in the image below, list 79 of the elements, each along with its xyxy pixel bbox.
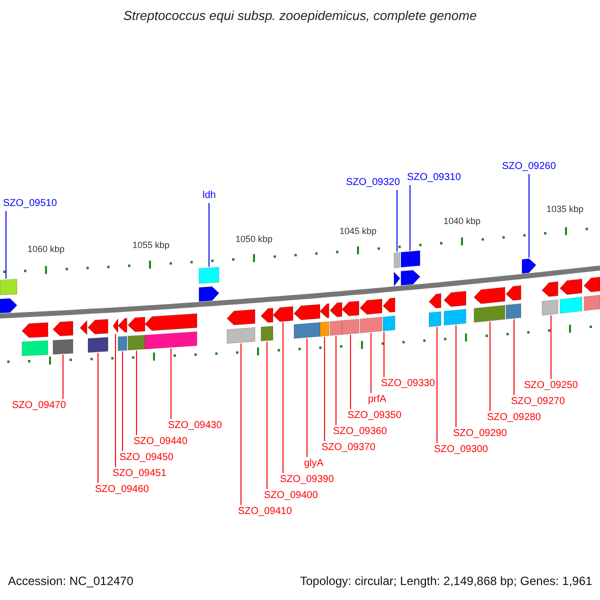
gene-feature — [360, 298, 382, 334]
gene-feature — [428, 293, 442, 328]
gene-feature — [272, 306, 294, 322]
leader-line — [550, 314, 552, 380]
leader-line — [62, 354, 64, 400]
gene-feature — [118, 318, 128, 352]
gene-feature — [260, 308, 274, 342]
gene-feature — [22, 322, 48, 356]
scale-label: 1035 kbp — [546, 203, 584, 215]
gene-label: SZO_09330 — [381, 378, 435, 390]
gene-label: prfA — [368, 394, 386, 406]
leader-line — [136, 350, 137, 436]
gene-label: SZO_09370 — [322, 442, 376, 454]
gene-feature — [522, 258, 536, 274]
gene-label: SZO_09430 — [168, 420, 222, 432]
gene-label: SZO_09360 — [333, 426, 387, 438]
gene-feature — [382, 298, 396, 332]
scale-label: 1045 kbp — [340, 225, 377, 237]
gene-label: SZO_09460 — [95, 484, 149, 496]
gene-label: SZO_09280 — [487, 412, 541, 424]
gene-label: SZO_09440 — [134, 436, 188, 448]
gene-feature — [198, 266, 220, 302]
gene-label: SZO_09270 — [511, 396, 565, 408]
gene-label: SZO_09410 — [238, 506, 292, 518]
leader-line — [115, 333, 116, 468]
gene-feature — [320, 303, 330, 337]
gene-label: SZO_09320 — [346, 177, 400, 189]
gene-feature — [112, 318, 118, 333]
genome-stats: Topology: circular; Length: 2,149,868 bp; Genes: 1,961 — [300, 575, 592, 587]
gene-label: glyA — [304, 458, 324, 470]
leader-line — [122, 350, 123, 452]
gene-feature — [560, 278, 582, 314]
leader-line — [370, 332, 372, 394]
leader-line — [208, 202, 210, 268]
gene-label: SZO_09350 — [348, 410, 402, 422]
leader-line — [170, 348, 172, 420]
gene-feature — [542, 281, 558, 316]
accession-text: Accession: NC_012470 — [8, 575, 134, 587]
gene-feature — [0, 278, 18, 314]
scale-label: 1055 kbp — [132, 239, 170, 251]
gene-label: SZO_09290 — [453, 428, 507, 440]
gene-label: SZO_09390 — [280, 474, 334, 486]
leader-line — [350, 334, 351, 410]
gene-feature — [444, 290, 466, 326]
gene-label: SZO_09510 — [3, 198, 57, 210]
leader-line — [240, 343, 242, 506]
gene-feature — [400, 250, 420, 286]
gene-feature — [88, 318, 108, 353]
gene-feature — [226, 309, 256, 344]
gene-label: SZO_09450 — [120, 452, 174, 464]
gene-feature — [474, 286, 506, 323]
leader-line — [266, 341, 268, 490]
gene-label: ldh — [202, 190, 216, 202]
gene-label: SZO_09310 — [407, 172, 461, 184]
gene-label: SZO_09300 — [434, 444, 488, 456]
scale-label: 1060 kbp — [28, 243, 65, 255]
gene-feature — [584, 276, 600, 312]
leader-line — [528, 174, 530, 258]
gene-label: SZO_09451 — [112, 468, 166, 480]
leader-line — [396, 190, 398, 252]
scale-label: 1040 kbp — [444, 215, 481, 227]
gene-label: SZO_09260 — [502, 161, 556, 173]
scale-label: 1050 kbp — [236, 233, 273, 245]
gene-feature — [128, 316, 146, 350]
diagram-title: Streptococcus equi subsp. zooepidemicus, complete genome — [122, 10, 478, 22]
gene-feature — [342, 300, 360, 335]
gene-feature — [52, 320, 74, 355]
gene-label: SZO_09250 — [524, 380, 578, 392]
leader-line — [306, 338, 308, 458]
gene-feature — [394, 252, 400, 286]
leader-line — [436, 326, 438, 444]
gene-label: SZO_09470 — [12, 400, 66, 412]
gene-feature — [330, 302, 342, 336]
gene-feature — [294, 304, 320, 339]
gene-label: SZO_09400 — [264, 490, 318, 502]
leader-line — [324, 336, 325, 442]
gene-feature — [506, 285, 522, 320]
leader-line — [282, 322, 284, 474]
gene-feature — [144, 313, 198, 350]
